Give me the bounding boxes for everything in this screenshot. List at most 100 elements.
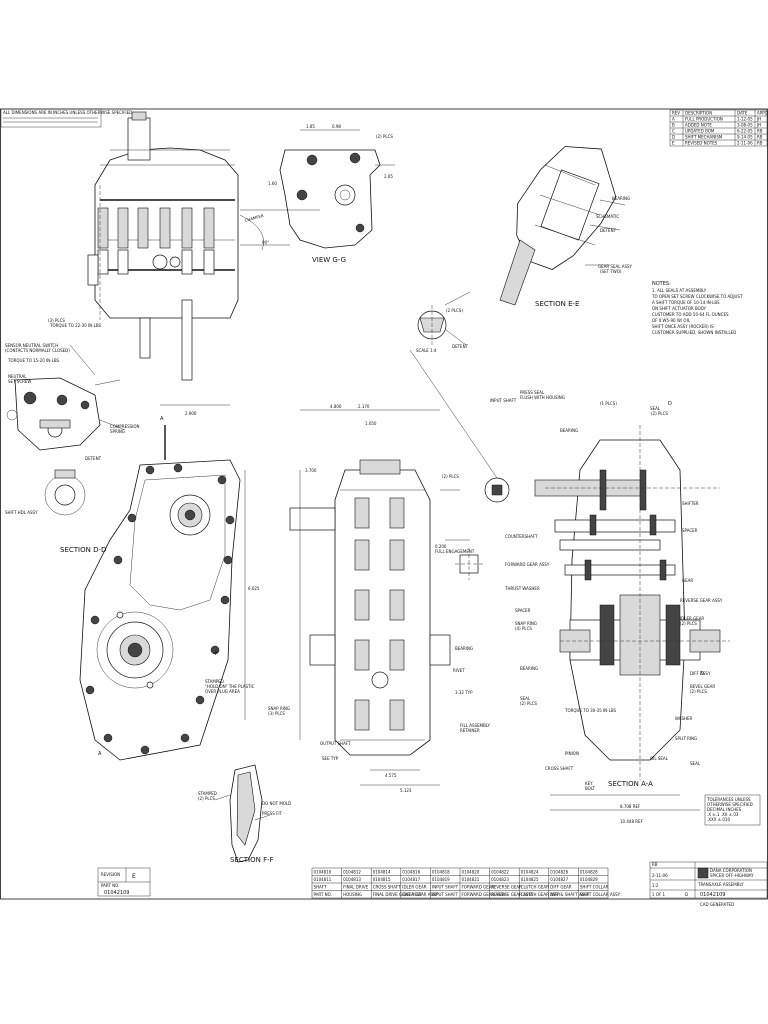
revision-cell: D <box>672 135 675 140</box>
parts-cell: FORWARD GEAR ASSY <box>462 892 507 897</box>
svg-text:TORQUE TO 22-30 IN-LBS: TORQUE TO 22-30 IN-LBS <box>49 323 102 328</box>
part-no-label: PART NO. <box>101 883 119 888</box>
section-a-a: INPUT SHAFT PRESS SEAL FLUSH WITH HOUSIN… <box>490 390 730 824</box>
parts-cell: 0104829 <box>580 877 598 882</box>
parts-cell: 0104818 <box>432 870 450 875</box>
parts-cell: REVERSE GEAR <box>491 885 522 890</box>
note-line: TO OPEN SET SCREW CLOCKWISE TO ADJUST <box>651 294 743 299</box>
svg-text:SNAP RING: SNAP RING <box>268 706 290 711</box>
parts-cell: INPUT SHAFT <box>432 885 459 890</box>
drawing-number: 01042109 <box>700 892 725 898</box>
parts-cell: 0104819 <box>432 877 450 882</box>
parts-cell: 0104827 <box>550 877 568 882</box>
svg-text:2.170: 2.170 <box>358 404 370 409</box>
svg-text:.X ±.1 .XX ±.03: .X ±.1 .XX ±.03 <box>707 812 739 817</box>
svg-text:DETENT: DETENT <box>452 344 469 349</box>
parts-cell: SHIFT COLLAR <box>580 885 609 890</box>
revision-cell: JH <box>756 117 761 122</box>
parts-cell: 0104820 <box>462 870 480 875</box>
parts-cell: FINAL DRIVE GEAR ASSY <box>373 892 423 897</box>
drawn-date: 2-11-06 <box>652 873 668 878</box>
svg-text:SEAL: SEAL <box>520 696 531 701</box>
svg-text:STAMPED: STAMPED <box>198 791 217 796</box>
revision-cell: 9-14-05 <box>737 135 753 140</box>
parts-cell: SHIFT COLLAR ASSY <box>580 892 621 897</box>
svg-text:COMPRESSION: COMPRESSION <box>110 424 140 429</box>
svg-text:2.900: 2.900 <box>185 411 197 416</box>
svg-text:SHIFT HDL ASSY: SHIFT HDL ASSY <box>5 510 38 515</box>
section-label-ee: SECTION E-E <box>535 300 579 308</box>
revision-cell: RB <box>757 135 763 140</box>
parts-cell: 0104822 <box>491 870 509 875</box>
revision-cell: UPDATED BOM <box>685 129 715 134</box>
svg-text:RIVET: RIVET <box>453 668 465 673</box>
footer-note: CAD GENERATED <box>700 902 734 907</box>
scale-value: 1:2 <box>652 883 659 888</box>
svg-text:F: F <box>215 651 218 657</box>
svg-text:RETAINER: RETAINER <box>460 728 480 733</box>
svg-text:D: D <box>668 401 672 407</box>
parts-cell: CLUTCH GEAR ASSY <box>521 892 561 897</box>
svg-text:GEAR SEAL ASSY: GEAR SEAL ASSY <box>598 264 633 269</box>
svg-text:SPRING: SPRING <box>110 429 125 434</box>
svg-text:SPLIT RING: SPLIT RING <box>675 736 697 741</box>
revision-cell: REVISED NOTES <box>685 141 718 146</box>
drawn-by: RB <box>652 862 658 867</box>
svg-text:BEARING: BEARING <box>560 428 578 433</box>
revision-cell: 3-08-05 <box>737 123 753 128</box>
svg-text:THRUST WASHER: THRUST WASHER <box>504 586 540 591</box>
parts-cell: CLUTCH GEAR <box>521 885 549 890</box>
section-f-f: STAMPED (2) PLCS DO NOT MOLD PRESS FIT S… <box>198 764 291 864</box>
tolerance-block: TOLERANCES UNLESS OTHERWISE SPECIFIED DE… <box>704 794 761 826</box>
revision-cell: A <box>672 117 675 122</box>
note-line: A SHIFT TORQUE OF 10-14 IN-LBS <box>652 300 720 305</box>
section-label-aa: SECTION A-A <box>608 780 653 788</box>
svg-text:PINION: PINION <box>565 751 579 756</box>
note-line: ON SHIFT ACTUATOR BODY <box>652 306 707 311</box>
svg-text:(2 PLCS): (2 PLCS) <box>446 308 463 313</box>
svg-text:1.050: 1.050 <box>365 421 377 426</box>
svg-text:D: D <box>700 671 704 677</box>
revision-cell: ADDED NOTE <box>685 123 712 128</box>
parts-cell: REVERSE GEAR ASSY <box>491 892 534 897</box>
parts-cell: 0104828 <box>580 870 598 875</box>
parts-cell: 0104817 <box>402 877 420 882</box>
svg-text:SPACER: SPACER <box>515 608 531 613</box>
revision-cell: DATE <box>737 111 748 116</box>
svg-text:DETENT: DETENT <box>85 456 102 461</box>
revision-cell: SHIFT MECHANISM <box>685 135 723 140</box>
revision-cell: 2-11-06 <box>737 141 753 146</box>
svg-text:OIL SEAL: OIL SEAL <box>650 756 669 761</box>
svg-text:TORQUE TO 30-35 IN-LBS: TORQUE TO 30-35 IN-LBS <box>564 708 617 713</box>
parts-cell: 0104816 <box>402 870 420 875</box>
revision-value: E <box>132 873 136 880</box>
parts-cell: FORWARD GEAR <box>462 885 495 890</box>
part-no-value: 01042109 <box>104 890 129 896</box>
svg-text:0.98: 0.98 <box>332 124 341 129</box>
note-line: 1. ALL SEALS AT ASSEMBLY <box>652 288 707 293</box>
svg-text:PRESS SEAL: PRESS SEAL <box>520 390 545 395</box>
svg-text:"HOLD ON" THE PLASTIC: "HOLD ON" THE PLASTIC <box>205 684 255 689</box>
revision-cell: RB <box>757 129 763 134</box>
svg-text:4.800: 4.800 <box>330 404 342 409</box>
view-g-g: 1.85 0.98 (2) PLCS 2.65 1.60 VIEW G-G <box>268 124 395 264</box>
svg-text:INPUT SHAFT: INPUT SHAFT <box>490 398 517 403</box>
parts-cell: IDLER GEAR <box>402 885 426 890</box>
svg-text:A: A <box>160 416 164 422</box>
parts-cell: INPUT SHAFT <box>432 892 459 897</box>
svg-text:DECIMAL INCHES: DECIMAL INCHES <box>707 807 742 812</box>
svg-text:SENSOR NEUTRAL SWITCH: SENSOR NEUTRAL SWITCH <box>5 343 58 348</box>
parts-cell: HOUSING <box>343 892 362 897</box>
svg-text:5.123: 5.123 <box>400 788 412 793</box>
drawing-title: TRANSAXLE ASSEMBLY <box>697 882 744 887</box>
title-block: DANA CORPORATION SPICER OFF-HIGHWAY TRAN… <box>649 861 768 899</box>
svg-text:SEAL: SEAL <box>650 406 661 411</box>
svg-text:NEUTRAL: NEUTRAL <box>8 374 27 379</box>
svg-text:KEY: KEY <box>585 781 593 786</box>
revision-cell: 6-22-05 <box>737 129 753 134</box>
svg-text:0.200: 0.200 <box>435 544 447 549</box>
svg-text:OTHERWISE SPECIFIED: OTHERWISE SPECIFIED <box>707 802 753 807</box>
svg-text:(SET TWO): (SET TWO) <box>600 269 622 274</box>
svg-text:(2) PLCS: (2) PLCS <box>680 621 697 626</box>
